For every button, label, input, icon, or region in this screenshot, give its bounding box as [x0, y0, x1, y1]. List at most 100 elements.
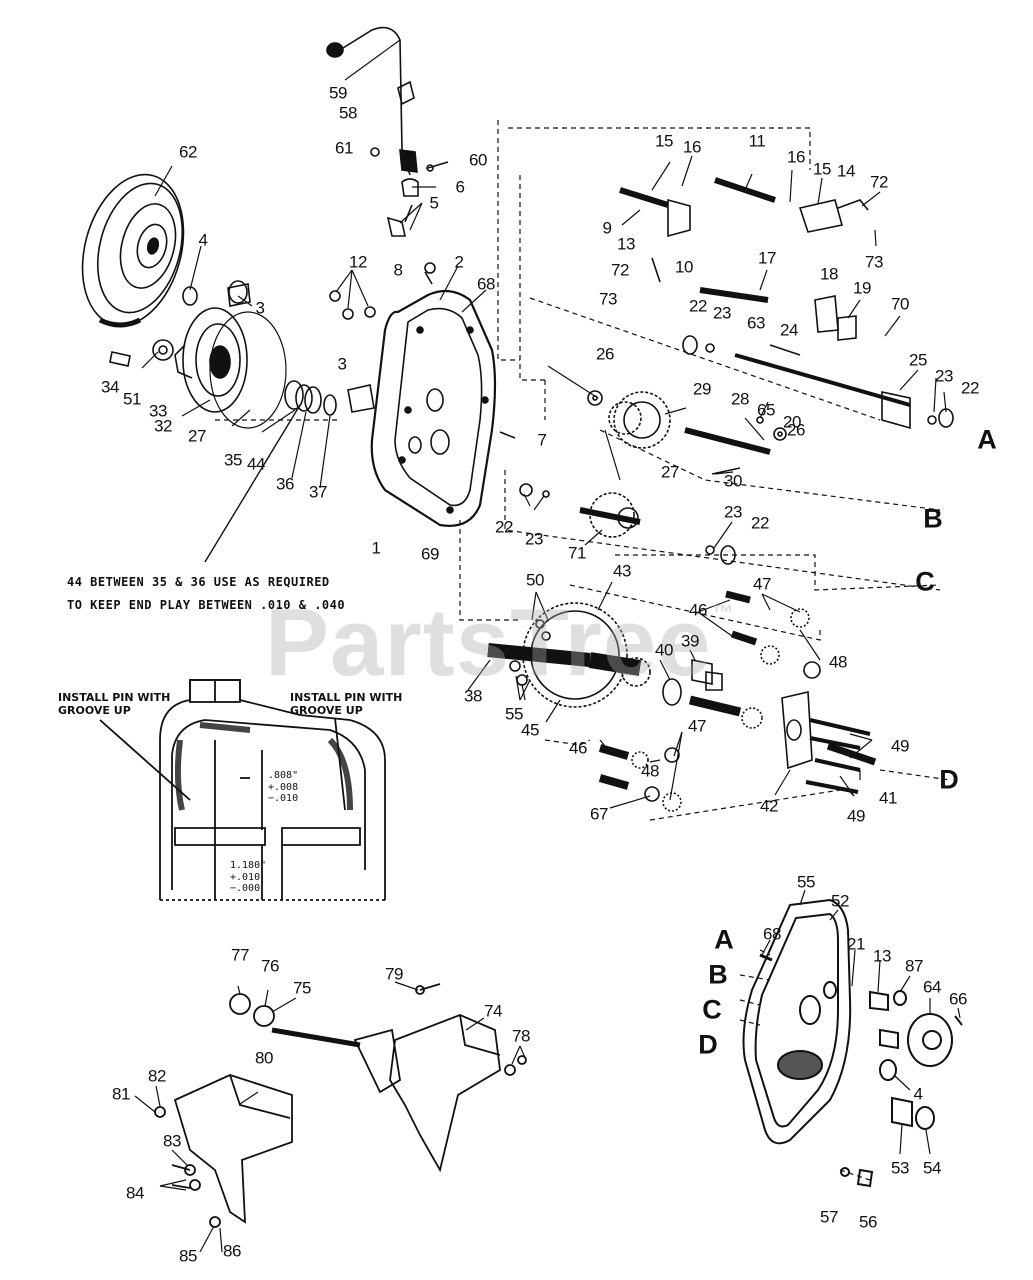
callout-13b: 13 [873, 946, 891, 966]
callout-23b: 23 [935, 366, 953, 386]
callout-10: 10 [675, 257, 693, 277]
callout-15a: 15 [655, 131, 673, 151]
connector-a: A [977, 424, 997, 455]
gear-case-housing [370, 262, 516, 527]
callout-51: 51 [123, 389, 141, 409]
callout-48a: 48 [829, 652, 847, 672]
callout-11: 11 [748, 131, 766, 151]
install-pin-note-left: INSTALL PIN WITH GROOVE UP [58, 691, 171, 717]
callout-55a: 55 [505, 704, 523, 724]
callout-21: 21 [847, 934, 865, 954]
callout-46b: 46 [569, 738, 587, 758]
callout-22b: 22 [961, 378, 979, 398]
callout-46a: 46 [689, 600, 707, 620]
callout-52: 52 [831, 891, 849, 911]
callout-67: 67 [590, 804, 608, 824]
callout-73b: 73 [865, 252, 883, 272]
callout-3b: 3 [337, 354, 347, 374]
callout-23c: 23 [525, 529, 543, 549]
callout-18: 18 [820, 264, 838, 284]
callout-58: 58 [339, 103, 357, 123]
callout-12: 12 [349, 252, 367, 272]
shift-cable-assembly [326, 26, 449, 237]
callout-86: 86 [223, 1241, 241, 1261]
callout-35: 35 [224, 450, 242, 470]
callout-56: 56 [859, 1212, 877, 1232]
callout-15b: 15 [813, 159, 831, 179]
callout-82: 82 [148, 1066, 166, 1086]
callout-50: 50 [526, 570, 544, 590]
callout-49b: 49 [847, 806, 865, 826]
callout-4: 4 [198, 230, 208, 250]
sprocket-assembly [487, 602, 651, 708]
callout-30: 30 [724, 471, 742, 491]
callout-24: 24 [780, 320, 798, 340]
callout-22a: 22 [689, 296, 707, 316]
connector-c: C [915, 566, 935, 597]
connector-lower-d: D [698, 1029, 718, 1060]
connector-d: D [939, 764, 959, 795]
connector-lower-b: B [708, 959, 728, 990]
callout-19: 19 [853, 278, 871, 298]
callout-26a: 26 [596, 344, 614, 364]
callout-4b: 4 [913, 1084, 923, 1104]
callout-8: 8 [393, 260, 403, 280]
callout-33: 33 [149, 401, 167, 421]
pulley-62 [81, 173, 185, 328]
callout-54: 54 [923, 1158, 941, 1178]
callout-17: 17 [758, 248, 776, 268]
callout-34: 34 [101, 377, 119, 397]
callout-23a: 23 [713, 303, 731, 323]
callout-leaders [134, 39, 961, 1253]
callout-13a: 13 [617, 234, 635, 254]
callout-69: 69 [421, 544, 439, 564]
endplay-note-line2: TO KEEP END PLAY BETWEEN .010 & .040 [67, 598, 346, 612]
callout-55b: 55 [797, 872, 815, 892]
callout-72b: 72 [611, 260, 629, 280]
callout-68: 68 [477, 274, 495, 294]
callout-45: 45 [521, 720, 539, 740]
spider-gears [598, 590, 877, 812]
connector-lower-c: C [702, 994, 722, 1025]
callout-20: 20 [783, 412, 801, 432]
watermark-partstree: PartsTree™ [265, 589, 735, 696]
callout-81: 81 [112, 1084, 130, 1104]
callout-42: 42 [760, 796, 778, 816]
callout-44: 44 [247, 454, 265, 474]
callout-64: 64 [923, 977, 941, 997]
callout-27b: 27 [661, 462, 679, 482]
install-pin-note-right: INSTALL PIN WITH GROOVE UP [290, 691, 403, 717]
callout-3a: 3 [255, 298, 265, 318]
callout-68b: 68 [763, 924, 781, 944]
dimension-1180: 1.180" +.010 −.000 [230, 860, 267, 894]
callout-73a: 73 [599, 289, 617, 309]
callout-61: 61 [335, 138, 353, 158]
callout-60: 60 [469, 150, 487, 170]
callout-2: 2 [454, 252, 464, 272]
callout-53: 53 [891, 1158, 909, 1178]
callout-62: 62 [179, 142, 197, 162]
bearing-cover [109, 307, 287, 429]
dimension-808: .808" +.008 −.010 [268, 770, 299, 804]
connector-b: B [923, 503, 943, 534]
callout-80: 80 [255, 1048, 273, 1068]
callout-9: 9 [602, 218, 612, 238]
callout-29: 29 [693, 379, 711, 399]
callout-28: 28 [731, 389, 749, 409]
callout-1: 1 [371, 538, 381, 558]
callout-72a: 72 [870, 172, 888, 192]
callout-36: 36 [276, 474, 294, 494]
connector-lower-a: A [714, 924, 734, 955]
callout-83: 83 [163, 1131, 181, 1151]
callout-49a: 49 [891, 736, 909, 756]
endplay-note-line1: 44 BETWEEN 35 & 36 USE AS REQUIRED [67, 575, 330, 589]
lower-gear-case [742, 898, 963, 1188]
callout-14: 14 [837, 161, 855, 181]
callout-76: 76 [261, 956, 279, 976]
callout-75: 75 [293, 978, 311, 998]
callout-22d: 22 [751, 513, 769, 533]
callout-79: 79 [385, 964, 403, 984]
callout-37: 37 [309, 482, 327, 502]
callout-48b: 48 [641, 761, 659, 781]
